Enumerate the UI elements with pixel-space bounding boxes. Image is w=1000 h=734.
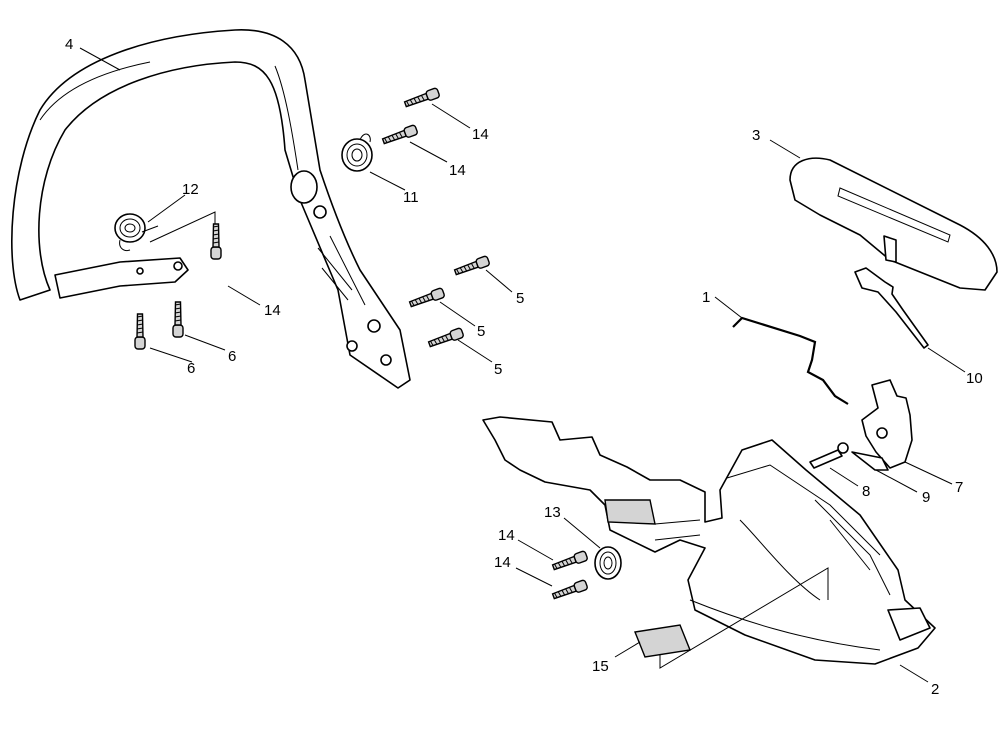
screw-6b — [172, 301, 184, 338]
screw-14-lower-a — [551, 549, 589, 573]
spring-9 — [837, 442, 889, 471]
callout-6: 6 — [187, 360, 195, 377]
callout-4: 4 — [65, 36, 73, 53]
callout-8: 8 — [862, 483, 870, 500]
throttle-rod — [732, 316, 849, 405]
callout-14: 14 — [498, 527, 515, 544]
screw-5c — [427, 326, 465, 350]
pin-8 — [809, 449, 843, 469]
decal-label — [634, 567, 829, 669]
rear-handle — [482, 416, 936, 665]
screw-14-left — [210, 223, 222, 260]
hand-guard — [11, 29, 411, 389]
callout-15: 15 — [592, 658, 609, 675]
callout-numbers: 4 12 14 6 6 11 14 14 5 5 5 3 1 10 7 9 8 … — [65, 36, 983, 698]
callout-13: 13 — [544, 504, 561, 521]
leader-lines — [79, 47, 966, 683]
torsion-spring-12 — [114, 213, 159, 251]
screw-6a — [134, 313, 146, 350]
callout-14: 14 — [472, 126, 489, 143]
callout-2: 2 — [931, 681, 939, 698]
throttle-lock-spring — [854, 267, 929, 349]
callout-10: 10 — [966, 370, 983, 387]
callout-11: 11 — [403, 189, 419, 206]
screw-14-lower-b — [551, 578, 589, 602]
callout-7: 7 — [955, 479, 963, 496]
callout-14: 14 — [494, 554, 511, 571]
callout-14: 14 — [449, 162, 466, 179]
callout-5: 5 — [494, 361, 502, 378]
callout-12: 12 — [182, 181, 199, 198]
callout-14: 14 — [264, 302, 281, 319]
torsion-spring-11 — [341, 133, 373, 172]
callout-3: 3 — [752, 127, 760, 144]
callout-9: 9 — [922, 489, 930, 506]
top-cover — [789, 157, 998, 291]
screw-14-mid — [381, 123, 419, 147]
callout-5: 5 — [477, 323, 485, 340]
callout-6: 6 — [228, 348, 236, 365]
throttle-trigger — [861, 379, 913, 469]
guard-lever — [54, 257, 189, 299]
screw-5b — [408, 286, 446, 310]
screw-5a — [453, 254, 491, 278]
callout-5: 5 — [516, 290, 524, 307]
callout-1: 1 — [702, 289, 710, 306]
torsion-spring-13 — [594, 546, 622, 580]
